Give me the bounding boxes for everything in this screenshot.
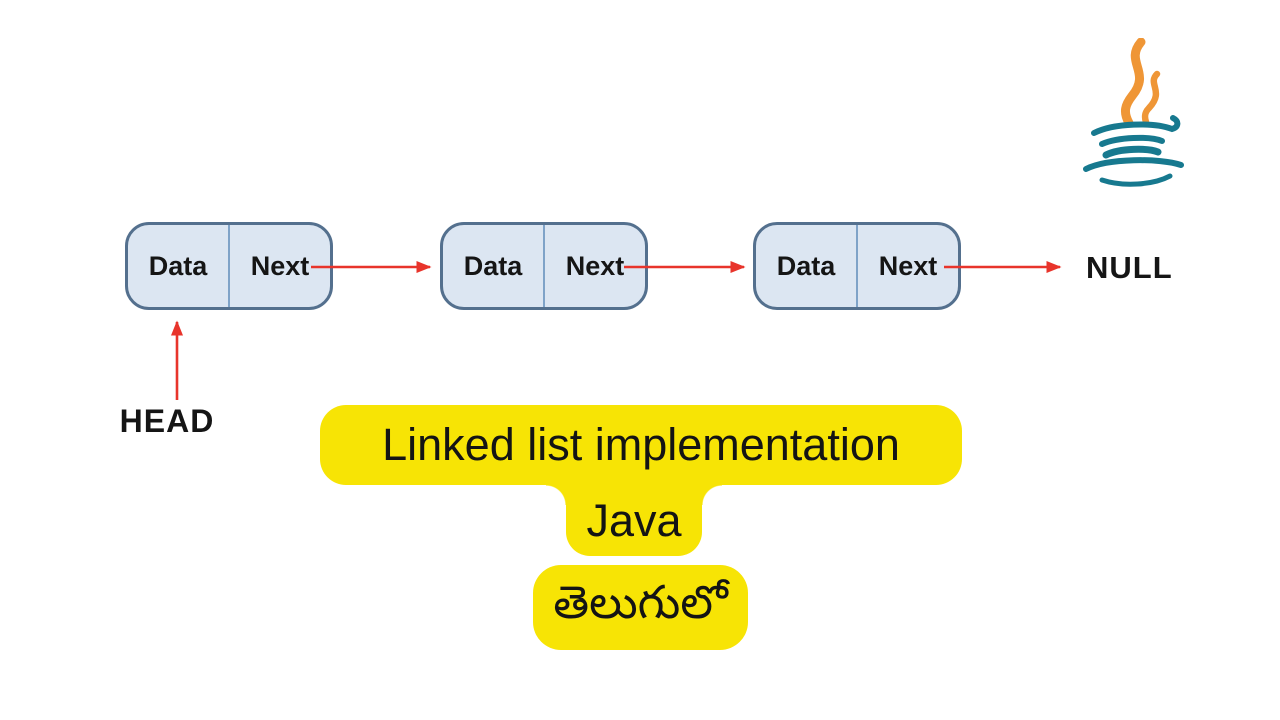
node-1-data-cell: Data [128, 225, 230, 307]
node-1-next-cell: Next [230, 225, 330, 307]
title-highlight-line1: Linked list implementation [320, 405, 962, 485]
title-line1-text: Linked list implementation [382, 419, 900, 470]
java-cup-base-icon [1102, 145, 1162, 159]
null-label: NULL [1086, 250, 1173, 285]
title-highlight-java-tab: Java [566, 485, 702, 556]
node-1-data-label: Data [148, 250, 208, 281]
node-2-next-label: Next [565, 250, 625, 281]
telugu-badge: తెలుగులో [533, 565, 748, 650]
java-cup-rim-icon [1091, 115, 1181, 136]
linked-list-node-3: Data Next [753, 222, 961, 310]
java-saucer-top-icon [1083, 157, 1184, 172]
node-3-next-cell: Next [858, 225, 958, 307]
title-line2-text: Java [586, 494, 682, 546]
java-cup-band-icon [1099, 134, 1165, 147]
node-1-next-label: Next [250, 250, 310, 281]
java-saucer-bottom-icon [1099, 173, 1173, 187]
node-2-next-cell: Next [545, 225, 645, 307]
java-logo-icon [1083, 38, 1184, 187]
node-2-data-label: Data [463, 250, 523, 281]
java-flame-large-icon [1120, 38, 1146, 128]
head-label: HEAD [119, 403, 215, 439]
node-3-data-label: Data [776, 250, 836, 281]
linked-list-node-1: Data Next [125, 222, 333, 310]
node-3-data-cell: Data [756, 225, 858, 307]
banner-fillet-left [546, 485, 566, 505]
node-2-data-cell: Data [443, 225, 545, 307]
java-flame-small-icon [1141, 70, 1161, 126]
linked-list-node-2: Data Next [440, 222, 648, 310]
node-3-next-label: Next [878, 250, 938, 281]
title-line3-text: తెలుగులో [553, 575, 728, 628]
banner-fillet-right [702, 485, 722, 505]
